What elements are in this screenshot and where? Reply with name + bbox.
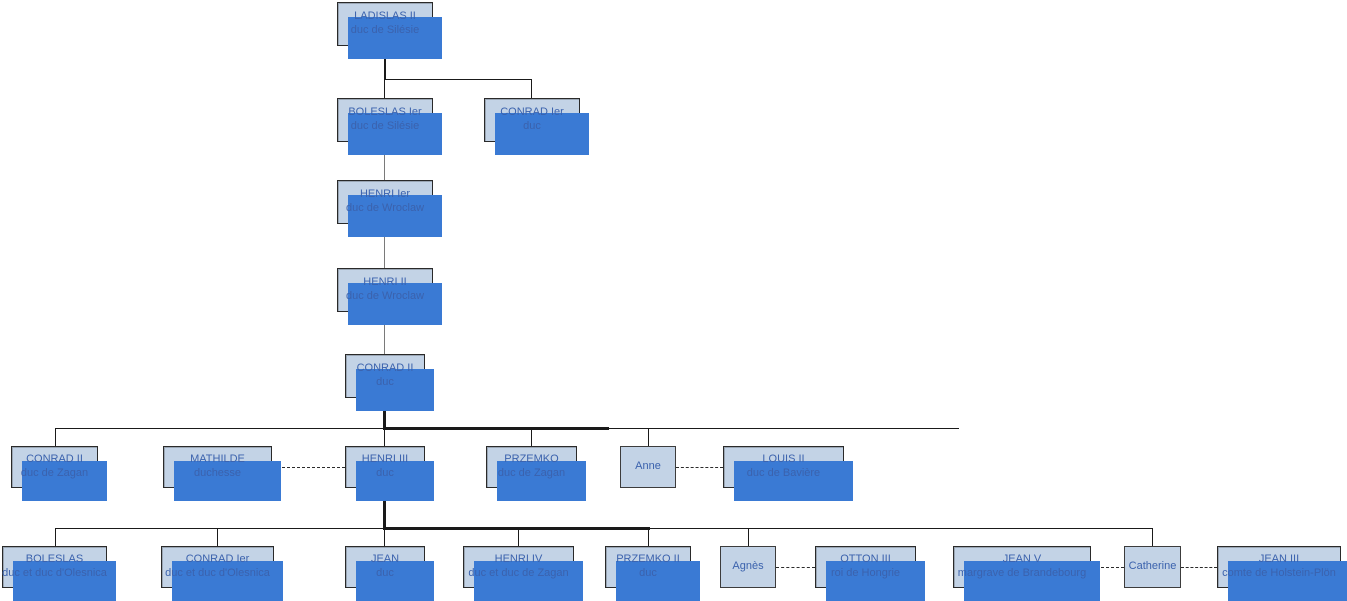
node-title: CONRAD II [26, 453, 83, 466]
node-subtitle: comte de Holstein-Plön [1222, 567, 1336, 579]
node-subtitle: duc et duc d'Olesnica [165, 567, 270, 579]
node-subtitle: duc de Zagan [497, 467, 566, 479]
node-title: MATHILDE [190, 453, 245, 466]
node-title: LOUIS II [762, 453, 805, 466]
connector-gen4-bus-right [648, 528, 1153, 529]
node-subtitle: duc de Zagan [20, 467, 89, 479]
connector-henri3-down [383, 488, 386, 529]
node-title: OTTON III [840, 553, 891, 566]
node-title: HENRI II [363, 276, 407, 289]
node-title: LADISLAS II [354, 10, 416, 23]
marriage-link-jean5-catherine [1091, 567, 1124, 568]
connector-to-boleslas1 [384, 79, 385, 98]
node-title: JEAN V [1002, 553, 1042, 566]
marriage-link-agnes-otton3 [776, 567, 815, 568]
connector-drop-boleslas [55, 528, 56, 546]
connector-ladislas-down [384, 46, 386, 80]
connector-drop-przemko [531, 428, 532, 446]
node-subtitle: duc de Silésie [350, 120, 420, 132]
connector-drop-henri4 [518, 528, 519, 546]
node-title: HENRI IV [494, 553, 543, 566]
node-subtitle: duc et duc de Zagan [468, 567, 569, 579]
connector-drop-jean [384, 528, 385, 546]
connector-drop-agnes [748, 528, 749, 546]
node-subtitle: roi de Hongrie [830, 567, 901, 579]
node-subtitle: duc [376, 467, 394, 479]
node-subtitle: duc [639, 567, 657, 579]
connector-gen4-bus-left [55, 528, 383, 529]
node-subtitle: duc de Wroclaw [345, 202, 425, 214]
node-subtitle: duc de Wroclaw [345, 290, 425, 302]
node-title: Agnès [732, 560, 764, 573]
node-subtitle: duc et duc d'Olesnica [2, 567, 107, 579]
connector-gen3-bus-right [607, 428, 959, 429]
marriage-link-catherine-jean3 [1181, 567, 1217, 568]
connector-drop-conrad2zagan [55, 428, 56, 446]
node-title: PRZEMKO [504, 453, 559, 466]
node-title: JEAN [370, 553, 400, 566]
connector-to-conrad1 [531, 79, 532, 98]
node-title: BOLESLAS [25, 553, 84, 566]
node-title: CONRAD II [356, 362, 414, 375]
connector-henri1-henri2 [384, 224, 385, 268]
node-title: BOLESLAS Ier [348, 106, 422, 119]
connector-gen3-bus-left [55, 428, 385, 429]
node-subtitle: duchesse [193, 467, 242, 479]
node-title: CONRAD Ier [185, 553, 250, 566]
connector-drop-henri3 [384, 428, 385, 446]
node-title: HENRI Ier [359, 188, 411, 201]
node-subtitle: duc de Bavière [746, 467, 821, 479]
connector-gen1-bus [384, 79, 532, 80]
node-title: JEAN III [1258, 553, 1300, 566]
marriage-link-mathilde-henri3 [272, 467, 345, 468]
node-catherine[interactable]: Catherine [1124, 546, 1181, 588]
node-subtitle: duc [376, 376, 394, 388]
node-subtitle: duc [376, 567, 394, 579]
connector-gen3-bus-center [383, 427, 609, 430]
connector-drop-conrad1-olesnica [217, 528, 218, 546]
connector-drop-catherine [1152, 528, 1153, 546]
connector-henri2-conrad2 [384, 312, 385, 354]
connector-drop-anne [648, 428, 649, 446]
node-title: Catherine [1128, 560, 1177, 573]
node-title: Anne [635, 460, 661, 473]
connector-gen4-bus-center [383, 527, 650, 530]
connector-drop-przemko2 [648, 528, 649, 546]
node-subtitle: margrave de Brandebourg [957, 567, 1087, 579]
node-title: PRZEMKO II [616, 553, 680, 566]
node-subtitle: duc [523, 120, 541, 132]
connector-conrad2-down [383, 398, 386, 429]
node-title: CONRAD Ier [500, 106, 564, 119]
node-agnes[interactable]: Agnès [720, 546, 776, 588]
node-anne[interactable]: Anne [620, 446, 676, 488]
marriage-link-anne-louis2 [676, 467, 723, 468]
node-subtitle: duc de Silésie [350, 24, 420, 36]
node-title: HENRI III [361, 453, 409, 466]
connector-boleslas1-henri1 [384, 142, 385, 180]
